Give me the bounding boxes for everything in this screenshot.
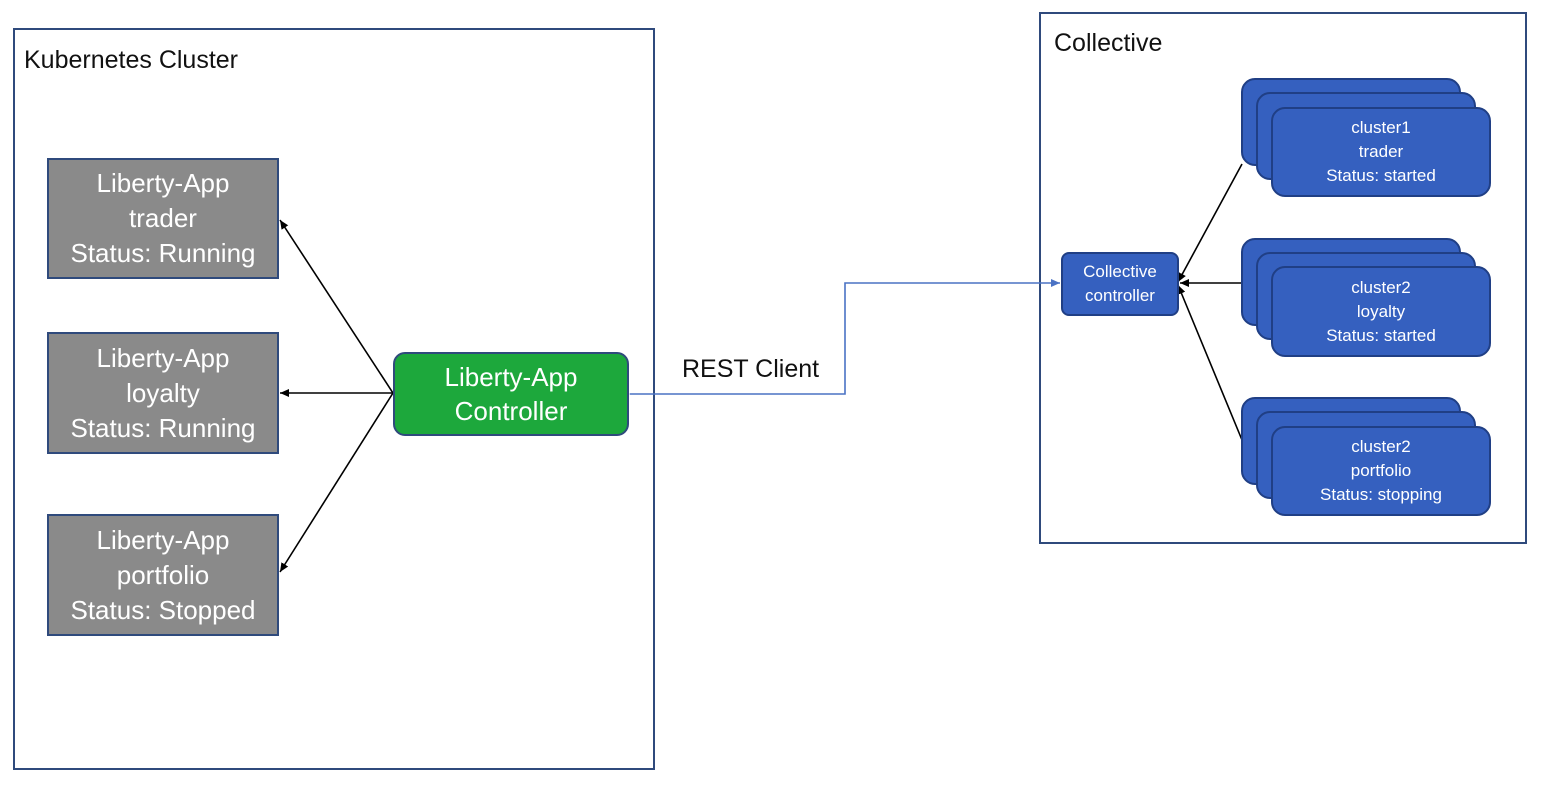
cluster-name: cluster1 bbox=[1351, 118, 1411, 137]
rest-client-label: REST Client bbox=[682, 355, 820, 383]
cluster-app: trader bbox=[1358, 142, 1404, 161]
cluster-status: Status: stopping bbox=[1320, 485, 1442, 504]
app-name: Liberty-App bbox=[96, 524, 230, 555]
collective-title: Collective bbox=[1054, 29, 1163, 57]
liberty-app-portfolio: Liberty-App portfolio Status: Stopped bbox=[47, 514, 279, 636]
cluster-card-cluster2-loyalty: cluster2 loyalty Status: started bbox=[1271, 266, 1491, 357]
collective-controller-line-2: controller bbox=[1085, 286, 1155, 305]
app-name: Liberty-App bbox=[96, 168, 230, 198]
controller-line-1: Liberty-App bbox=[444, 362, 578, 392]
cluster-card-cluster2-portfolio: cluster2 portfolio Status: stopping bbox=[1271, 426, 1491, 516]
liberty-app-trader: Liberty-App trader Status: Running bbox=[47, 158, 279, 279]
app-id: portfolio bbox=[116, 559, 210, 590]
cluster-app: loyalty bbox=[1356, 301, 1406, 321]
controller-line-2: Controller bbox=[454, 396, 568, 426]
app-id: loyalty bbox=[126, 377, 200, 408]
cluster-status: Status: started bbox=[1326, 325, 1436, 345]
cluster-name: cluster2 bbox=[1351, 437, 1411, 456]
app-name: Liberty-App bbox=[96, 342, 230, 373]
arrow-from-cluster1 bbox=[1177, 163, 1243, 283]
cluster-card-cluster1-trader: cluster1 trader Status: started bbox=[1271, 107, 1491, 197]
rest-client-connector bbox=[621, 279, 1060, 398]
cluster-name: cluster2 bbox=[1351, 277, 1411, 297]
app-status: Status: Stopped bbox=[70, 594, 256, 625]
collective-controller: Collective controller bbox=[1061, 252, 1179, 316]
app-status: Status: Running bbox=[70, 412, 256, 443]
liberty-app-loyalty: Liberty-App loyalty Status: Running bbox=[47, 332, 279, 454]
app-status: Status: Running bbox=[70, 238, 256, 268]
arrow-from-cluster2-portfolio bbox=[1177, 284, 1243, 441]
arrow-to-portfolio bbox=[279, 392, 394, 573]
cluster-status: Status: started bbox=[1326, 166, 1436, 185]
collective-controller-line-1: Collective bbox=[1083, 262, 1157, 281]
cluster-app: portfolio bbox=[1350, 461, 1412, 480]
kubernetes-cluster-title: Kubernetes Cluster bbox=[24, 46, 239, 74]
liberty-app-controller: Liberty-App Controller bbox=[393, 352, 629, 436]
app-id: trader bbox=[129, 203, 197, 233]
arrow-to-trader bbox=[279, 219, 394, 394]
